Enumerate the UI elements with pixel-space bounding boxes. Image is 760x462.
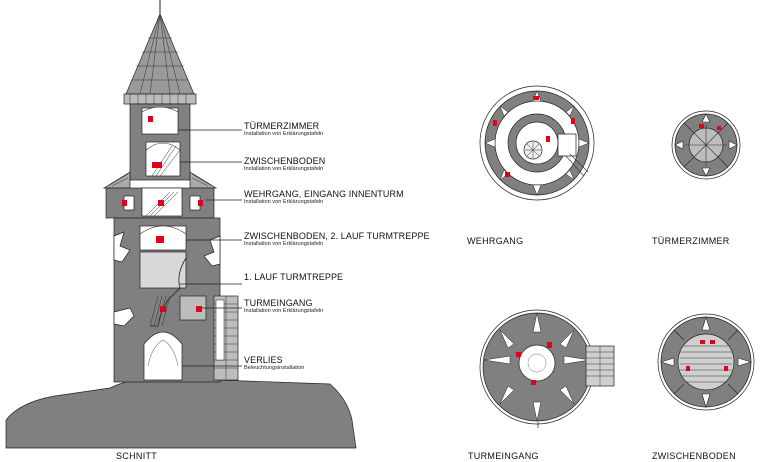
- label-subtitle: Installation von Erklärungstafeln: [244, 131, 324, 137]
- marker: [148, 116, 153, 122]
- marker: [686, 366, 690, 371]
- label-subtitle: Installation von Erklärungstafeln: [244, 166, 324, 172]
- plan-tuermerzimmer: [671, 110, 741, 180]
- marker: [546, 136, 550, 142]
- label-wehrgang: WEHRGANG, EINGANG INNENTURM Installation…: [244, 189, 404, 206]
- leader-lines: [178, 129, 242, 367]
- plan-zwischenboden-markers: [686, 340, 728, 371]
- marker: [531, 380, 536, 385]
- marker: [198, 200, 203, 206]
- marker: [122, 200, 127, 206]
- plan-turmeingang: [479, 309, 615, 428]
- caption-schnitt: SCHNITT: [116, 451, 158, 461]
- marker: [699, 124, 704, 128]
- label-title: VERLIES: [244, 355, 283, 365]
- tower-section: [5, 0, 357, 449]
- label-title: TÜRMERZIMMER: [244, 121, 320, 131]
- marker: [493, 120, 497, 126]
- plan-turmeingang-markers: [516, 342, 552, 385]
- label-tuermerzimmer: TÜRMERZIMMER Installation von Erklärungs…: [244, 121, 323, 138]
- spire: [125, 13, 195, 95]
- broken-cut-left: [113, 231, 131, 263]
- label-zwischenboden-2: ZWISCHENBODEN, 2. LAUF TURMTREPPE Instal…: [244, 231, 430, 248]
- label-verlies: VERLIES Beleuchtungsinstallation: [244, 355, 304, 372]
- marker: [196, 306, 202, 312]
- side-cut: [113, 307, 135, 327]
- marker: [710, 340, 715, 344]
- label-title: ZWISCHENBODEN, 2. LAUF TURMTREPPE: [244, 231, 430, 241]
- label-turmtreppe-1: 1. LAUF TURMTREPPE: [244, 272, 343, 282]
- caption-tuermerzimmer: TÜRMERZIMMER: [652, 236, 730, 246]
- label-subtitle: Installation von Erklärungstafeln: [244, 241, 324, 247]
- section-markers: [122, 116, 203, 312]
- hill: [5, 377, 357, 449]
- plan-zwischenboden: [657, 313, 755, 411]
- label-turmeingang: TURMEINGANG Installation von Erklärungst…: [244, 298, 323, 315]
- label-title: WEHRGANG, EINGANG INNENTURM: [244, 189, 404, 199]
- verlies-vault: [143, 331, 183, 381]
- caption-turmeingang: TURMEINGANG: [468, 451, 539, 461]
- marker: [571, 118, 575, 124]
- marker: [547, 342, 552, 348]
- caption-zwischenboden: ZWISCHENBODEN: [652, 451, 736, 461]
- marker: [700, 340, 705, 344]
- marker: [724, 366, 728, 371]
- marker: [533, 96, 539, 100]
- plan-wehrgang: [479, 85, 595, 201]
- spire-gallery: [123, 93, 197, 105]
- label-subtitle: Installation von Erklärungstafeln: [244, 199, 324, 205]
- marker: [152, 162, 162, 168]
- marker: [158, 200, 164, 206]
- marker: [505, 172, 510, 177]
- marker: [156, 236, 164, 243]
- label-title: TURMEINGANG: [244, 298, 313, 308]
- label-title: ZWISCHENBODEN: [244, 156, 326, 166]
- marker: [717, 126, 721, 130]
- label-subtitle: Installation von Erklärungstafeln: [244, 308, 324, 314]
- plan-wehrgang-markers: [493, 96, 575, 177]
- marker: [160, 306, 166, 312]
- caption-wehrgang: WEHRGANG: [467, 236, 524, 246]
- label-zwischenboden: ZWISCHENBODEN Installation von Erklärung…: [244, 156, 325, 173]
- label-title: 1. LAUF TURMTREPPE: [244, 272, 344, 282]
- wehrgang-roof: [102, 171, 131, 189]
- plan-tuermerzimmer-markers: [699, 124, 721, 130]
- label-subtitle: Beleuchtungsinstallation: [244, 365, 305, 371]
- marker: [516, 352, 521, 357]
